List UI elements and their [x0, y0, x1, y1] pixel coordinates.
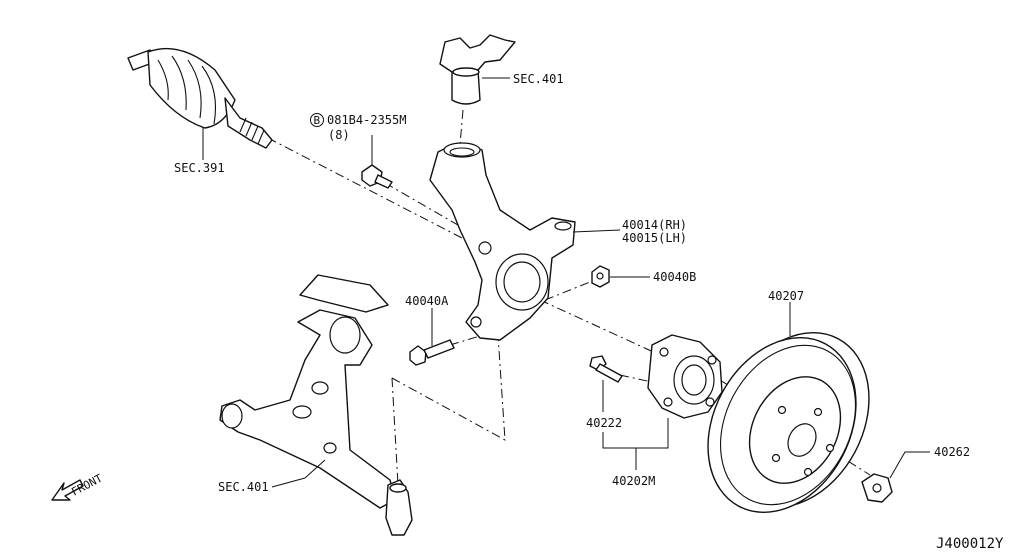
- label-circled-letter: B: [314, 114, 321, 127]
- label-nut-40040b: 40040B: [653, 270, 696, 284]
- label-nut-40262: 40262: [934, 445, 970, 459]
- label-sec-401-top: SEC.401: [513, 72, 564, 86]
- label-knuckle-rh: 40014(RH): [622, 218, 687, 232]
- label-bolt-40040a: 40040A: [405, 294, 449, 308]
- label-diagram-code: J400012Y: [936, 536, 1004, 552]
- wheel-stud-40222: [589, 355, 623, 412]
- steering-knuckle: [429, 142, 621, 341]
- bolt-code-callout: B 081B4-2355M (8): [310, 113, 406, 142]
- strut-lower-end: [439, 34, 516, 105]
- label-hub-40202m: 40202M: [612, 474, 655, 488]
- label-knuckle-lh: 40015(LH): [622, 231, 687, 245]
- arrow-down-left-icon: [51, 479, 84, 501]
- brake-rotor: [707, 302, 870, 513]
- nut-40040b: [591, 265, 650, 288]
- front-direction-indicator: [51, 479, 84, 501]
- label-sec-391: SEC.391: [174, 161, 225, 175]
- lower-control-arm: [219, 274, 413, 536]
- circled-letter-icon: [310, 113, 324, 127]
- hub-nut-40262: [861, 451, 930, 503]
- hub-assembly: [647, 334, 723, 419]
- drive-shaft: [127, 47, 273, 160]
- bolt-40040a: [409, 308, 455, 366]
- label-stud-40222: 40222: [586, 416, 622, 430]
- label-front: FRONT: [69, 471, 105, 498]
- label-sec-401-bottom: SEC.401: [218, 480, 269, 494]
- label-bolt-qty: (8): [328, 128, 350, 142]
- label-rotor-40207: 40207: [768, 289, 804, 303]
- label-bolt-code: 081B4-2355M: [327, 113, 406, 127]
- hub-leader-bracket: [602, 418, 669, 470]
- bolt-081b4: [361, 135, 393, 189]
